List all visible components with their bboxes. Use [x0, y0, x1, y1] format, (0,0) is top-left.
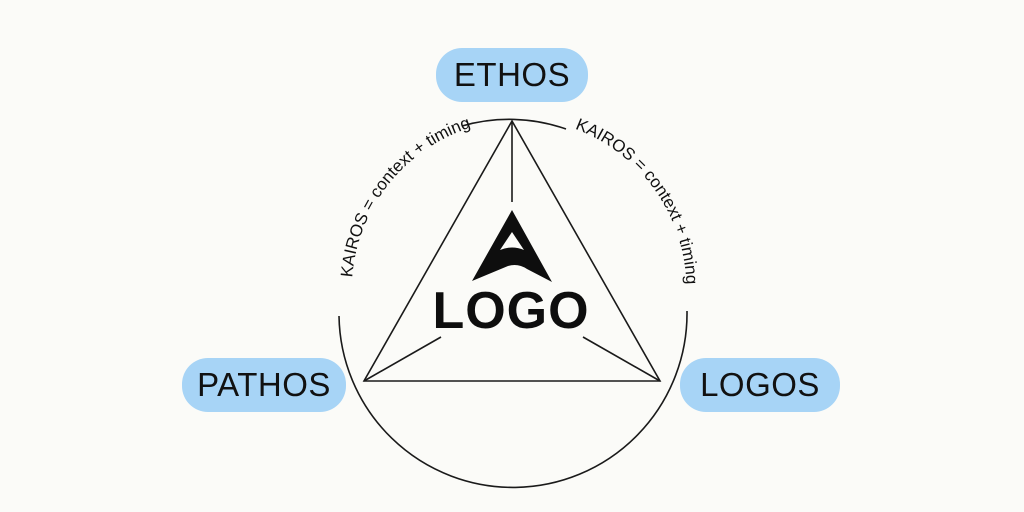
circle-bottom-arc	[338, 310, 688, 489]
triangle-logo-icon	[472, 210, 552, 282]
ethos-pill: ETHOS	[436, 48, 588, 102]
spoke-right	[582, 336, 661, 382]
circle-top-arc	[461, 118, 567, 130]
logos-pill: LOGOS	[680, 358, 840, 412]
outer-triangle	[362, 119, 662, 382]
pathos-pill: PATHOS	[182, 358, 346, 412]
kairos-label-left: KAIROS = context + timing	[337, 113, 472, 278]
spoke-left	[363, 336, 442, 382]
kairos-label-right: KAIROS = context + timing	[573, 115, 701, 285]
logo-wordmark: LOGO	[432, 282, 590, 340]
